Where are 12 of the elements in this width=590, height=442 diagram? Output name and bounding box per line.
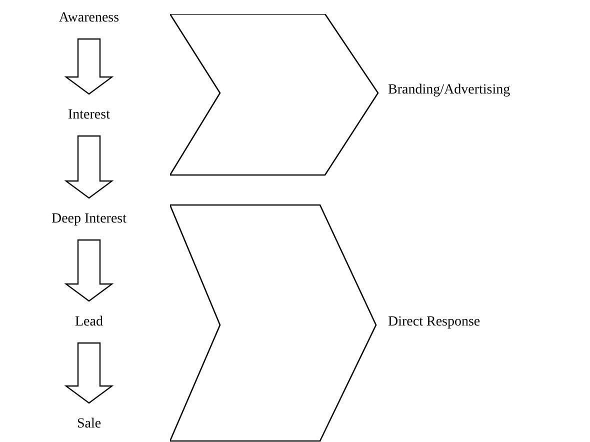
- block-arrow: [64, 342, 114, 404]
- stage-label: Deep Interest: [45, 202, 133, 236]
- chevron-shape: [170, 14, 380, 176]
- stage-label: Interest: [62, 98, 116, 132]
- block-arrow: [64, 239, 114, 302]
- block-arrow: [64, 38, 114, 95]
- chevron-label: Branding/Advertising: [388, 82, 510, 98]
- stage-label: Awareness: [52, 2, 126, 34]
- chevron-label: Direct Response: [388, 314, 480, 330]
- stage-label: Lead: [69, 306, 109, 338]
- block-arrow: [64, 135, 114, 199]
- stage-label: Sale: [70, 408, 108, 440]
